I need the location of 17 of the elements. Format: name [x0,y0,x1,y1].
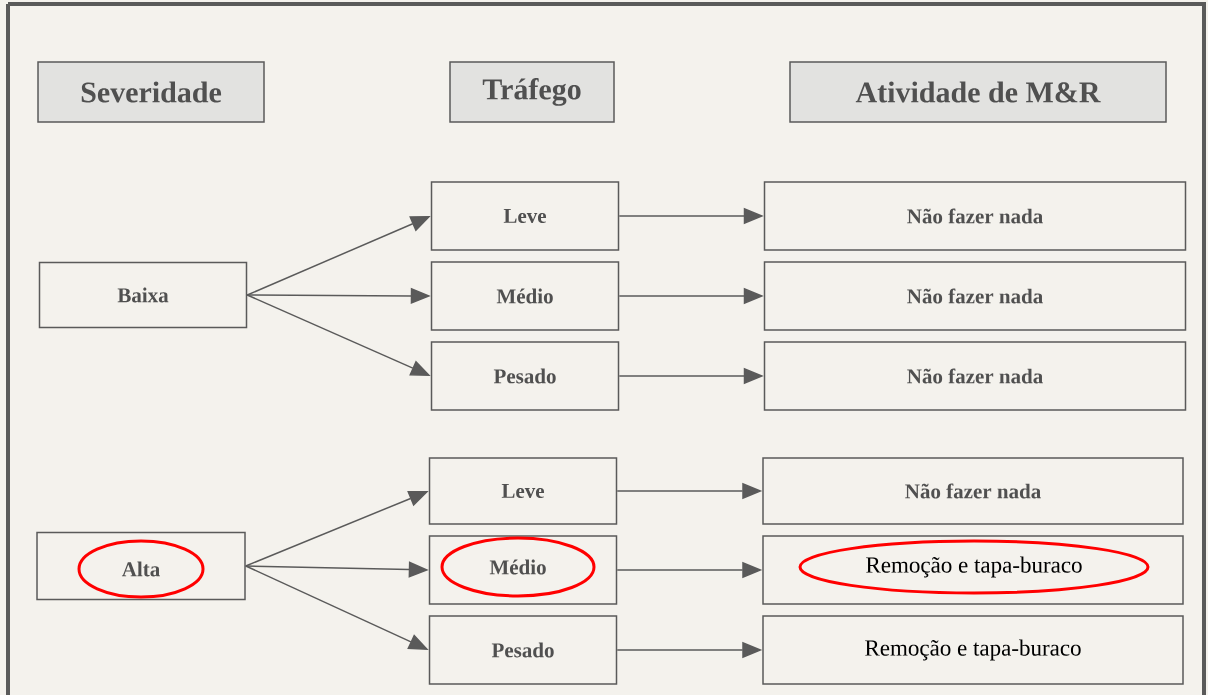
label-box: Não fazer nada [763,261,1187,331]
column-header-box: Severidade [37,61,265,123]
label-box [36,531,246,601]
column-header-box: Tráfego [449,61,615,123]
label-box: Não fazer nada [763,181,1187,251]
label-box: Pesado [430,341,620,411]
label-box: Leve [430,181,620,251]
label-box: Médio [430,261,620,331]
label-box: Leve [428,457,618,525]
label-box: Não fazer nada [763,341,1187,411]
label-box: Não fazer nada [762,457,1184,525]
column-header-box: Atividade de M&R [789,61,1167,123]
label-box: Pesado [428,615,618,685]
label-box [428,535,618,605]
label-box [762,535,1184,605]
label-box: Remoção e tapa-buraco [762,615,1184,685]
label-box: Baixa [38,261,248,329]
